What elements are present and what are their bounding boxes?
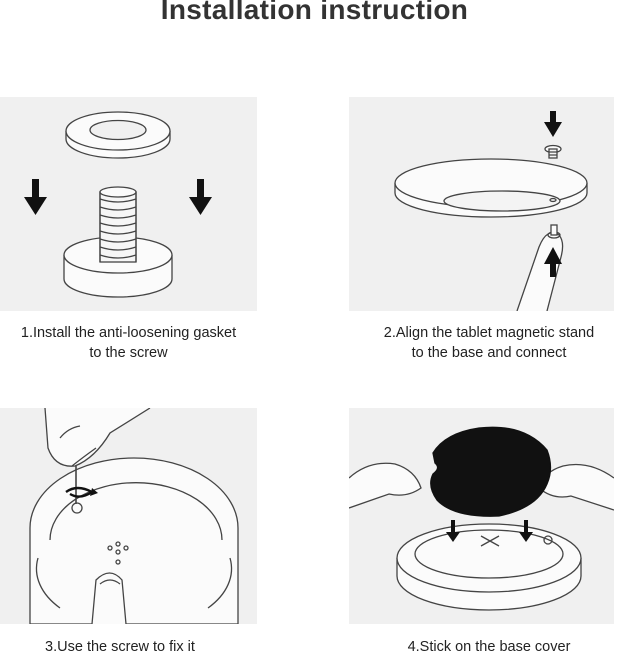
step-3-caption: 3.Use the screw to fix it: [0, 637, 240, 657]
screwdriver-illustration: [71, 466, 83, 514]
up-arrow-icon: [544, 247, 562, 277]
thumb-illustration: [91, 572, 127, 624]
page-title: Installation instruction: [160, 0, 469, 25]
step-4-caption-line-1: 4.Stick on the base cover: [407, 639, 571, 655]
base-disc-illustration: [394, 158, 588, 218]
step-1-caption: 1.Install the anti-loosening gasket to t…: [0, 323, 257, 363]
hole-pattern-icon: [107, 541, 129, 565]
base-disc-illustration: [396, 523, 582, 611]
small-screw-illustration: [544, 144, 562, 159]
screw-base-illustration: [63, 186, 173, 298]
down-arrow-icon: [189, 179, 212, 215]
step-3-illustration: [0, 408, 257, 624]
step-1-caption-line-1: 1.Install the anti-loosening gasket: [20, 325, 237, 341]
step-2-caption: 2.Align the tablet magnetic stand to the…: [349, 323, 629, 363]
step-1-illustration: [0, 97, 257, 311]
step-2-caption-line-1: 2.Align the tablet magnetic stand: [383, 325, 595, 341]
rotate-arrow-icon: [65, 486, 98, 498]
step-4-illustration: [349, 408, 614, 624]
left-hand-illustration: [349, 462, 422, 509]
base-cover-illustration: [430, 426, 552, 517]
step-4-caption: 4.Stick on the base cover: [349, 637, 629, 657]
step-3-caption-line-1: 3.Use the screw to fix it: [45, 639, 195, 655]
step-2-caption-line-2: to the base and connect: [411, 345, 567, 361]
hand-illustration: [44, 408, 151, 467]
step-1-caption-line-2: to the screw: [89, 345, 168, 361]
down-arrow-icon: [544, 111, 562, 137]
down-arrow-icon: [24, 179, 47, 215]
base-ring-illustration: [29, 457, 239, 624]
washer-illustration: [65, 111, 171, 159]
step-2-illustration: [349, 97, 614, 311]
down-arrow-icon: [446, 520, 460, 542]
down-arrow-icon: [519, 520, 533, 542]
